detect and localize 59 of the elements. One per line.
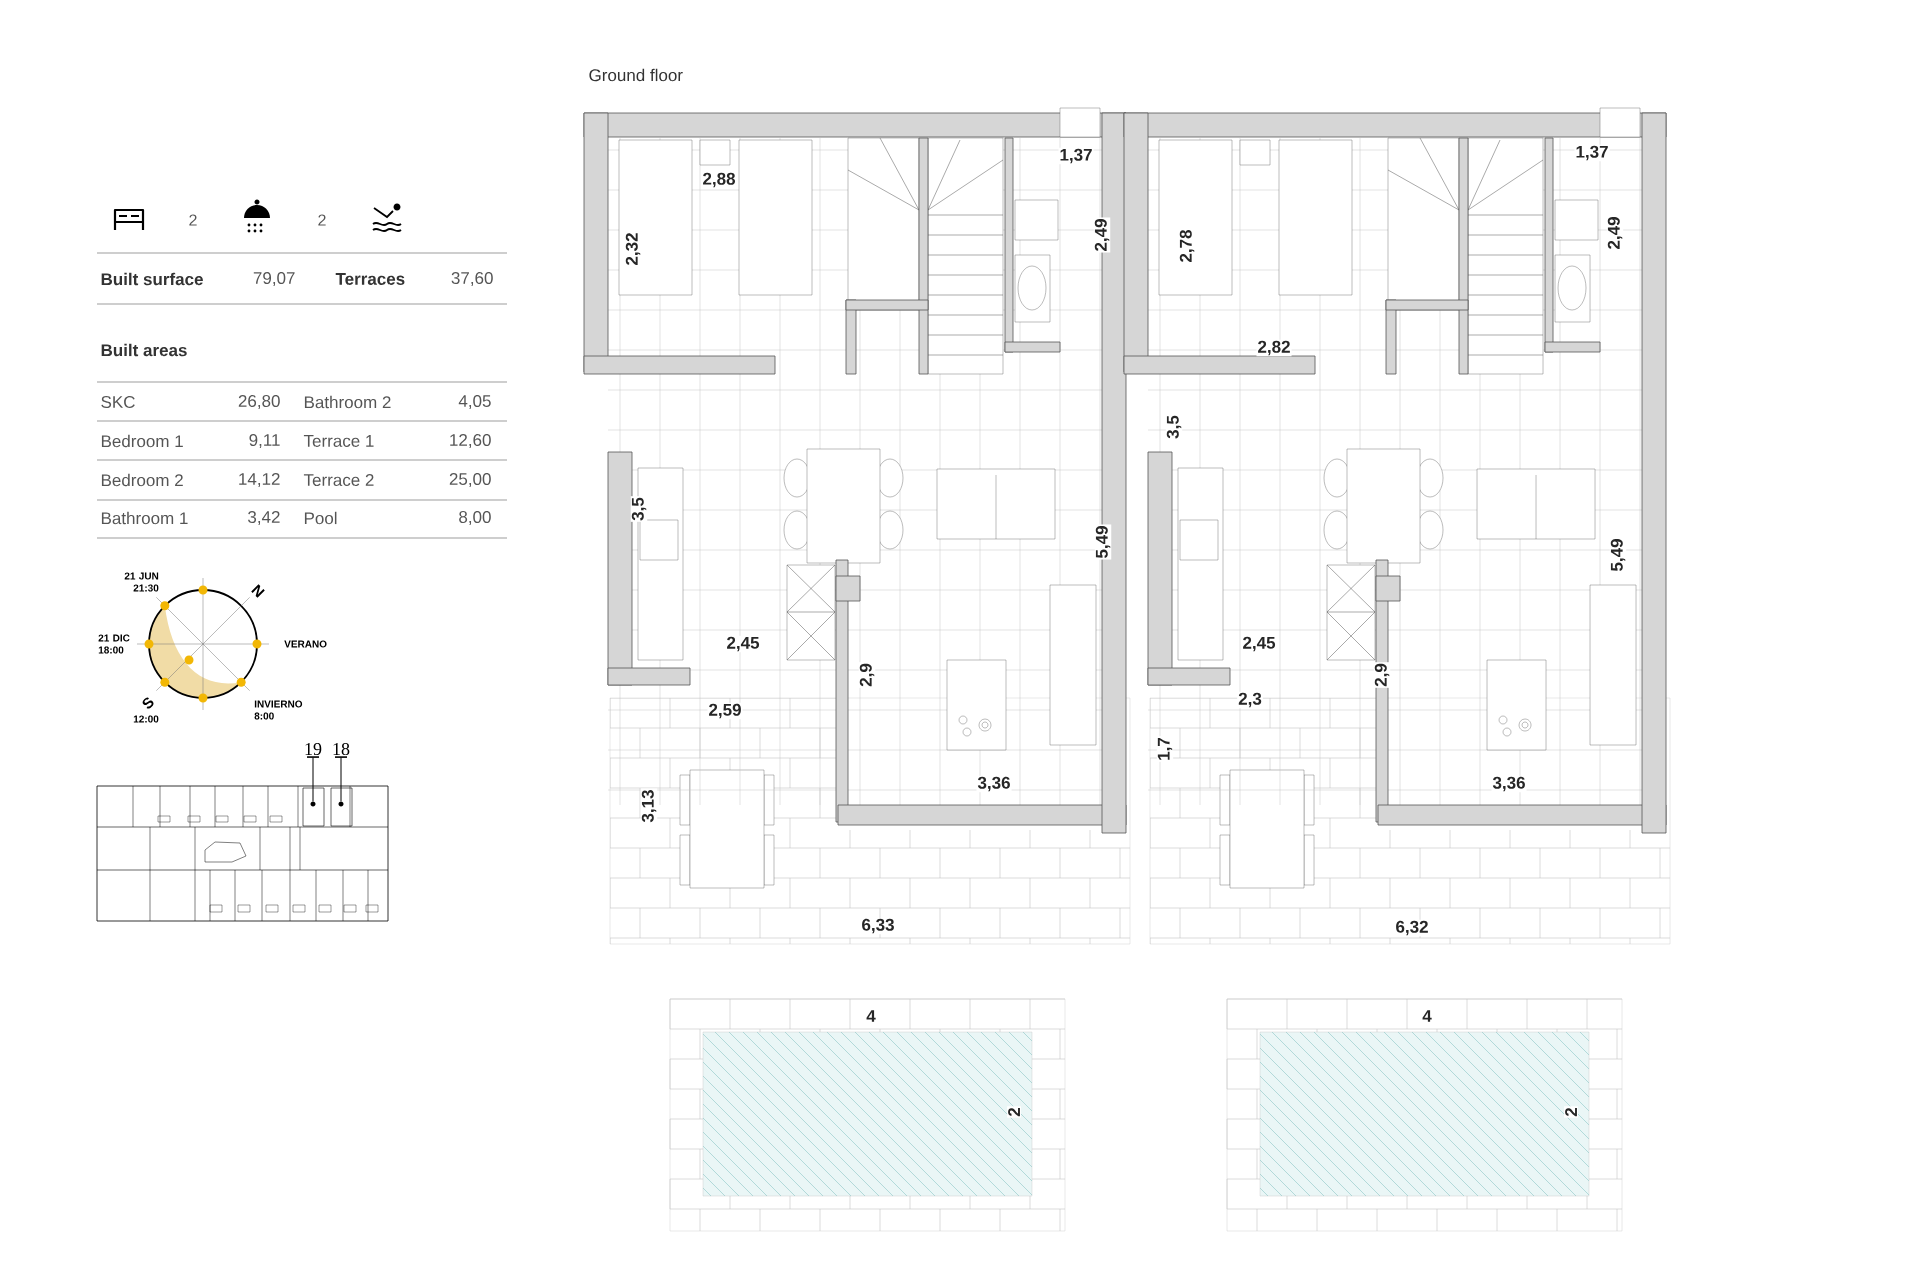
table-text: Terrace 2 [303, 474, 374, 487]
leader-line [334, 756, 348, 802]
dimension-label: 1,37 [1574, 144, 1610, 162]
table-text: 12,60 [450, 434, 491, 449]
table-text: 3,42 [248, 511, 280, 526]
sun-path-label: 12:00 [133, 715, 159, 723]
table-text: Bathroom 1 [101, 511, 188, 525]
table-heading: Built surface [101, 272, 203, 286]
table-text: 9,11 [249, 434, 280, 449]
table-text: 8,00 [459, 511, 491, 526]
table-heading: Built areas [101, 343, 187, 357]
table-text: Pool [304, 511, 337, 525]
table-text: 79,07 [253, 272, 295, 287]
dimension-label: 2,9 [1373, 662, 1391, 688]
dimension-label: 2,9 [858, 662, 876, 688]
dimension-label: 1,37 [1058, 147, 1094, 165]
sun-path-label: 21 JUN 21:30 [124, 572, 159, 592]
dimension-label: 5,49 [1094, 524, 1112, 560]
table-text: Bathroom 2 [304, 395, 391, 409]
sun-path-label: INVIERNO 8:00 [254, 700, 303, 720]
leader-line [306, 756, 320, 802]
table-text: 26,80 [238, 395, 280, 410]
dimension-label: 4 [1421, 1009, 1433, 1023]
callout-number: 18 [333, 742, 350, 756]
table-text: 25,00 [449, 473, 491, 488]
callout-number: 19 [305, 742, 322, 756]
table-text: Bedroom 1 [101, 434, 183, 448]
dimension-label: 6,32 [1394, 919, 1430, 937]
dimension-label: 2,3 [1237, 691, 1263, 709]
dimension-label: 4 [865, 1009, 877, 1023]
dimension-label: 2,82 [1256, 339, 1292, 357]
table-heading: Terraces [335, 273, 405, 285]
dimension-label: 2,49 [1606, 215, 1624, 251]
count-label: 2 [189, 214, 197, 226]
dimension-label: 5,49 [1609, 537, 1627, 573]
table-text: Terrace 1 [303, 435, 374, 447]
dimension-label: 2,45 [1241, 635, 1277, 653]
dimension-label: 2,59 [707, 702, 743, 720]
dimension-label: 3,5 [1165, 414, 1183, 440]
dimension-label: 2,49 [1093, 217, 1111, 253]
compass-letter: N [251, 584, 265, 598]
count-label: 2 [318, 214, 326, 226]
dimension-label: 2,45 [725, 635, 761, 653]
table-text: 37,60 [451, 272, 493, 287]
compass-letter: S [142, 697, 154, 709]
table-text: Bedroom 2 [101, 473, 183, 487]
dimension-label: 2,88 [701, 171, 737, 189]
dimension-label: 3,36 [1491, 775, 1527, 793]
dimension-label: 2 [1564, 1106, 1578, 1118]
table-text: 4,05 [458, 395, 491, 410]
dimension-label: 2 [1007, 1106, 1021, 1118]
table-text: 14,12 [239, 473, 280, 488]
sun-path-label: VERANO [284, 640, 327, 648]
dimension-label: 3,36 [976, 775, 1012, 793]
title: Ground floor [589, 68, 683, 82]
sun-path-label: 21 DIC 18:00 [98, 634, 130, 654]
dimension-label: 1,7 [1156, 736, 1174, 762]
table-text: SKC [101, 396, 135, 409]
dimension-label: 6,33 [860, 917, 896, 935]
